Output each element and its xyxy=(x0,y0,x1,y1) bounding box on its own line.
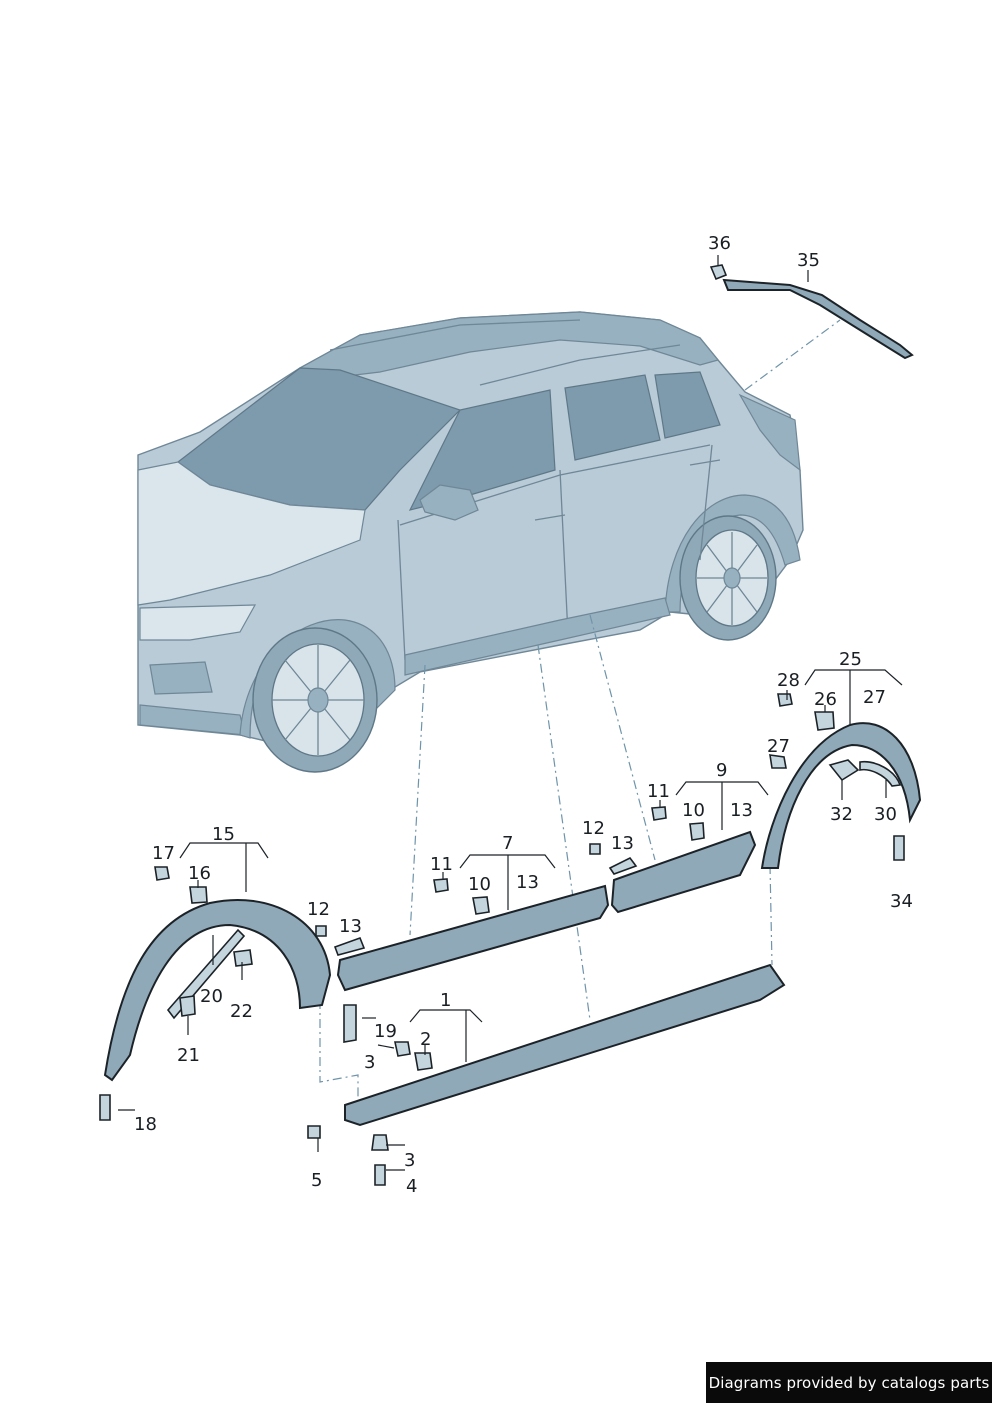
part-16-clip xyxy=(189,886,208,904)
part-10-clip-rear xyxy=(689,822,705,841)
leader-lines xyxy=(118,255,903,1171)
rear-quarter-window xyxy=(654,371,721,439)
callout-32: 32 xyxy=(830,804,853,825)
callout-22: 22 xyxy=(230,1001,253,1022)
part-11-screw-rear xyxy=(651,806,667,821)
front-grille xyxy=(149,661,213,695)
footer-credit-text: Diagrams provided by catalogs parts xyxy=(708,1373,990,1392)
callout-13-front-lower: 13 xyxy=(339,916,362,937)
front-wheel xyxy=(252,627,378,773)
part-12-screw-rear xyxy=(589,843,601,855)
rear-wheel xyxy=(679,515,777,641)
part-25-rear-arch-trim xyxy=(760,722,922,869)
callout-12-front: 12 xyxy=(307,899,330,920)
part-9-rear-door-molding xyxy=(610,830,757,914)
callout-13-rear-lower: 13 xyxy=(611,833,634,854)
callout-13-front-upper: 13 xyxy=(516,872,539,893)
callout-27-lower: 27 xyxy=(767,736,790,757)
part-13-clip-rear xyxy=(608,856,638,875)
callout-18: 18 xyxy=(134,1114,157,1135)
part-20-strip xyxy=(166,928,246,1020)
callout-4: 4 xyxy=(406,1176,417,1197)
part-28-screw xyxy=(777,693,793,707)
callout-15: 15 xyxy=(212,824,235,845)
side-mirror xyxy=(419,484,479,521)
callout-10-rear: 10 xyxy=(682,800,705,821)
car-illustration xyxy=(137,311,804,773)
callout-11-front: 11 xyxy=(430,854,453,875)
part-27-clip xyxy=(769,754,787,769)
callout-25: 25 xyxy=(839,649,862,670)
callout-26: 26 xyxy=(814,689,837,710)
part-1-side-sill xyxy=(344,963,786,1127)
callout-10-front: 10 xyxy=(468,874,491,895)
callout-20: 20 xyxy=(200,986,223,1007)
parts xyxy=(99,264,922,1186)
part-21-clip xyxy=(179,995,196,1017)
callout-16: 16 xyxy=(188,863,211,884)
callout-13-rear-upper: 13 xyxy=(730,800,753,821)
part-10-clip-front xyxy=(472,896,490,915)
callout-11-rear: 11 xyxy=(647,781,670,802)
part-32-bracket xyxy=(828,759,860,782)
callout-12-rear: 12 xyxy=(582,818,605,839)
part-7-front-door-molding xyxy=(336,884,610,992)
part-15-front-arch-trim xyxy=(103,899,332,1082)
part-13-clip-front xyxy=(333,936,366,956)
callout-3-upper: 3 xyxy=(364,1052,375,1073)
assembly-lines xyxy=(319,319,841,1110)
callout-27-upper: 27 xyxy=(863,687,886,708)
callout-35: 35 xyxy=(797,250,820,271)
callout-28: 28 xyxy=(777,670,800,691)
part-17-screw xyxy=(154,866,170,881)
callout-34: 34 xyxy=(890,891,913,912)
part-3-grommet xyxy=(371,1134,389,1151)
part-5-screw xyxy=(307,1125,321,1139)
callout-5: 5 xyxy=(311,1170,322,1191)
callout-labels: 36 35 25 28 26 27 27 32 30 34 9 11 10 13… xyxy=(134,233,913,1197)
headlight xyxy=(139,604,257,641)
callout-21: 21 xyxy=(177,1045,200,1066)
part-26-clip xyxy=(814,711,835,731)
part-11-screw-front xyxy=(433,878,449,893)
callout-2: 2 xyxy=(420,1029,431,1050)
rear-door-window xyxy=(564,374,661,461)
callout-17: 17 xyxy=(152,843,175,864)
part-12-screw-front xyxy=(315,925,327,937)
part-2-clip xyxy=(414,1052,433,1071)
callout-3-lower: 3 xyxy=(404,1150,415,1171)
part-19-screw xyxy=(394,1041,411,1057)
callout-19: 19 xyxy=(374,1021,397,1042)
part-35-roof-trim xyxy=(722,278,914,360)
footer-credit-badge: Diagrams provided by catalogs parts xyxy=(706,1362,992,1403)
part-4-screw xyxy=(374,1164,386,1186)
callout-1: 1 xyxy=(440,990,451,1011)
part-36-clip xyxy=(709,264,728,281)
part-18-bolt xyxy=(99,1094,111,1121)
callout-7: 7 xyxy=(502,833,513,854)
callout-9: 9 xyxy=(716,760,727,781)
part-22-clip xyxy=(233,949,253,967)
callout-36: 36 xyxy=(708,233,731,254)
callout-30: 30 xyxy=(874,804,897,825)
part-34-bolt xyxy=(893,835,905,861)
